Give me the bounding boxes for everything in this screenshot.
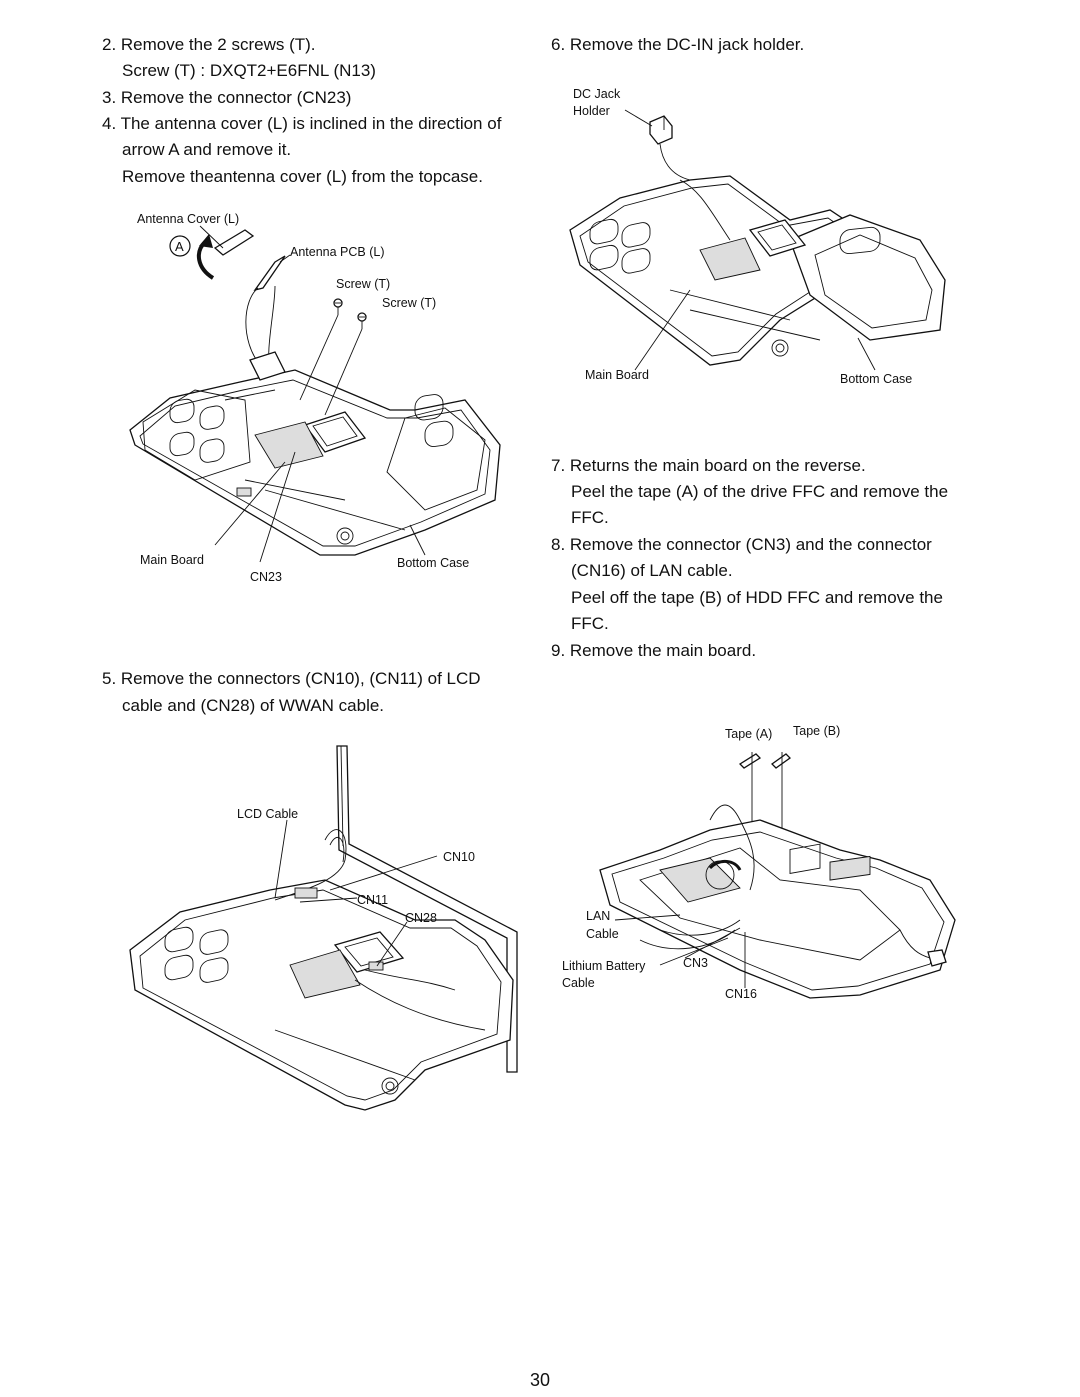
figure-antenna-cover-diagram (129, 225, 501, 563)
step-5-text-cont: cable and (CN28) of WWAN cable. (122, 696, 385, 715)
figure-dc-jack-diagram (569, 109, 946, 371)
cn11-label: CN11 (357, 893, 389, 907)
antenna-cover-label: Antenna Cover (L) (137, 212, 240, 226)
lan-cable-label-cont: Cable (586, 927, 619, 941)
arrow-a-label: A (175, 239, 184, 254)
step-4-note: Remove theantenna cover (L) from the top… (122, 167, 483, 186)
step-7-note: Peel the tape (A) of the drive FFC and r… (571, 482, 949, 501)
step-8-note-cont: FFC. (571, 614, 609, 633)
step-2-text: 2. Remove the 2 screws (T). (102, 35, 316, 54)
antenna-pcb-label: Antenna PCB (L) (290, 245, 385, 259)
step-8-text: 8. Remove the connector (CN3) and the co… (551, 535, 932, 554)
bottom-case-label-2: Bottom Case (840, 372, 913, 386)
cn28-label: CN28 (405, 911, 437, 925)
dc-jack-label-cont: Holder (573, 104, 610, 118)
figure-lcd-cable-diagram (129, 745, 518, 1111)
cn16-label: CN16 (725, 987, 757, 1001)
lcd-cable-label: LCD Cable (237, 807, 299, 821)
main-board-label-1: Main Board (140, 553, 204, 567)
step-7-text: 7. Returns the main board on the reverse… (551, 456, 866, 475)
lithium-battery-cable-label: Lithium Battery (562, 959, 646, 973)
step-5-text: 5. Remove the connectors (CN10), (CN11) … (102, 669, 481, 688)
step-4-text: 4. The antenna cover (L) is inclined in … (102, 114, 502, 133)
page-number: 30 (529, 1370, 551, 1390)
figure-main-board-reverse-diagram (599, 752, 956, 999)
dc-jack-label: DC Jack (573, 87, 621, 101)
cn3-label: CN3 (683, 956, 709, 970)
screw-t-label-1: Screw (T) (336, 277, 391, 291)
tape-a-label: Tape (A) (725, 727, 773, 741)
step-7-note-cont: FFC. (571, 508, 609, 527)
step-8-note: Peel off the tape (B) of HDD FFC and rem… (571, 588, 943, 607)
lan-cable-label: LAN (586, 909, 611, 923)
step-3-text: 3. Remove the connector (CN23) (102, 88, 352, 107)
main-board-label-2: Main Board (585, 368, 649, 382)
bottom-case-label-1: Bottom Case (397, 556, 470, 570)
cn23-label: CN23 (250, 570, 282, 584)
lithium-battery-cable-label-cont: Cable (562, 976, 595, 990)
step-9-text: 9. Remove the main board. (551, 641, 757, 660)
step-6-text: 6. Remove the DC-IN jack holder. (551, 35, 805, 54)
screw-t-label-2: Screw (T) (382, 296, 437, 310)
step-2-screw-spec: Screw (T) : DXQT2+E6FNL (N13) (122, 61, 376, 80)
step-8-text-cont: (CN16) of LAN cable. (571, 561, 733, 580)
step-4-text-cont: arrow A and remove it. (122, 140, 292, 159)
tape-b-label: Tape (B) (793, 724, 841, 738)
cn10-label: CN10 (443, 850, 475, 864)
